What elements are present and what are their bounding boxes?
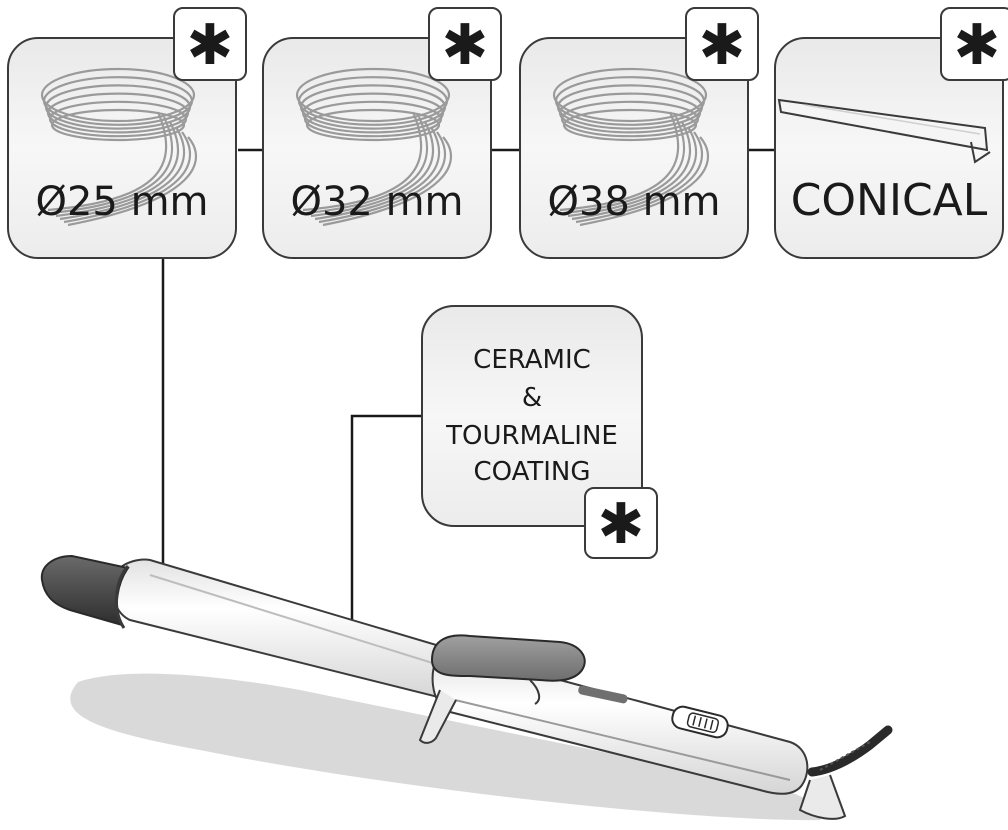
asterisk-icon: ✱ (699, 13, 746, 78)
option-badge: ✱ (685, 7, 759, 81)
iron-shadow (70, 673, 822, 821)
option-card-1: Ø25 mm ✱ (7, 7, 247, 259)
asterisk-icon: ✱ (442, 13, 489, 78)
iron-cord (807, 725, 893, 777)
barrel-options: Ø25 mm ✱ Ø32 mm ✱ Ø38 mm ✱ CONICAL ✱ (7, 7, 1008, 259)
spiral-curl-icon (552, 67, 709, 227)
curling-iron (40, 554, 893, 821)
indicator-light (578, 685, 628, 704)
coating-line: TOURMALINE (445, 421, 618, 451)
iron-rear-stand (798, 774, 847, 820)
iron-clamp (430, 634, 586, 682)
spiral-curl-icon (40, 67, 197, 227)
iron-stand (418, 689, 457, 744)
coating-line: COATING (473, 457, 590, 487)
option-label: CONICAL (791, 175, 988, 226)
asterisk-icon: ✱ (954, 13, 1001, 78)
coating-label: CERAMIC & TOURMALINE COATING (445, 345, 618, 487)
option-badge: ✱ (428, 7, 502, 81)
power-switch (671, 705, 729, 739)
option-badge: ✱ (173, 7, 247, 81)
coating-line: & (522, 383, 542, 413)
iron-cool-tip (40, 554, 130, 627)
coating-line: CERAMIC (473, 345, 591, 375)
option-label: Ø25 mm (35, 179, 208, 225)
coating-leader-line (350, 414, 424, 645)
option-card-2: Ø32 mm ✱ (262, 7, 502, 259)
spiral-curl-icon (295, 67, 452, 227)
option-badge: ✱ (940, 7, 1008, 81)
option-card-4: CONICAL ✱ (774, 7, 1008, 259)
coating-card: CERAMIC & TOURMALINE COATING ✱ (421, 305, 658, 559)
coating-badge: ✱ (584, 487, 658, 559)
conical-barrel-icon (777, 98, 991, 164)
option-card-3: Ø38 mm ✱ (519, 7, 759, 259)
asterisk-icon: ✱ (187, 13, 234, 78)
option-label: Ø38 mm (547, 179, 720, 225)
asterisk-icon: ✱ (598, 492, 645, 557)
option-label: Ø32 mm (290, 179, 463, 225)
